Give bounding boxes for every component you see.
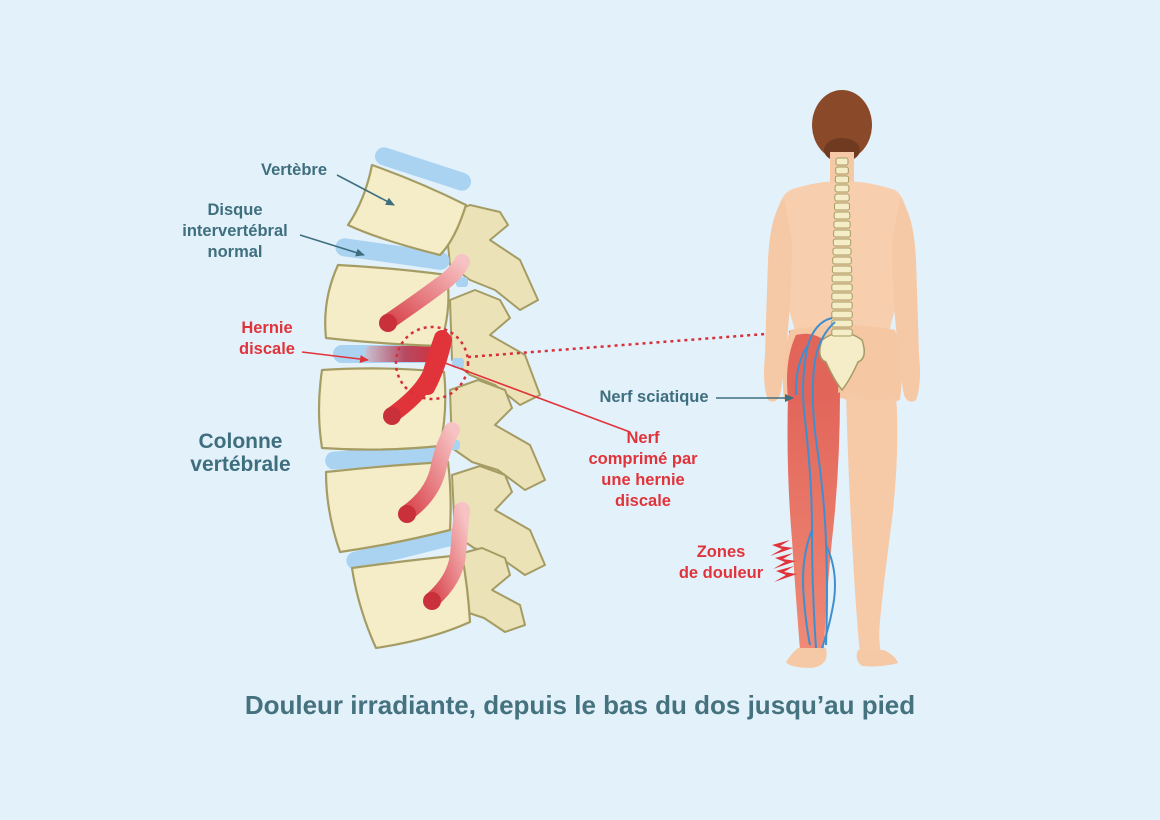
compressed-nerve xyxy=(421,333,452,395)
vertebra-body-5 xyxy=(350,553,472,650)
nerve-root-1 xyxy=(380,254,470,330)
label-disque-line-1: Disque xyxy=(207,201,263,219)
label-hernie-line-1: Hernie xyxy=(241,319,293,337)
label-colonne-line-2: vertébrale xyxy=(190,453,291,476)
nerve-root-end-2 xyxy=(383,407,401,425)
label-disque-line-3: normal xyxy=(207,243,263,261)
nerve-root-end-1 xyxy=(379,314,397,332)
sciatic-nerve-branch-1 xyxy=(811,321,836,646)
caption: Douleur irradiante, depuis le bas du dos… xyxy=(244,690,916,720)
right-leg xyxy=(846,390,898,655)
label-nerf-comprime-line-4: discale xyxy=(615,492,671,510)
label-zones-line-1: Zones xyxy=(696,543,746,561)
body-spine-vertebra xyxy=(831,319,853,328)
label-disque-line-2: intervertébral xyxy=(182,222,288,240)
label-nerf-comprime-line-2: comprimé par xyxy=(588,450,698,468)
body-spine-vertebra xyxy=(831,292,853,301)
label-nerf-comprime-line-1: Nerf xyxy=(626,429,660,447)
hernia-zoom-circle xyxy=(394,325,470,401)
label-colonne-line-1: Colonne xyxy=(198,430,283,453)
label-disque-intervertebral: Disque intervertébral normal xyxy=(160,200,310,263)
right-foot xyxy=(856,650,898,667)
human-body-back-view xyxy=(764,90,920,668)
body-spine-vertebra xyxy=(831,328,853,337)
body-spine-vertebra xyxy=(831,310,853,319)
body-spine-vertebra xyxy=(831,283,853,292)
label-colonne-vertebrale: Colonne vertébrale xyxy=(168,430,313,476)
sciatic-nerve-main xyxy=(802,317,833,649)
body-spine-vertebra xyxy=(835,157,849,166)
label-nerf-comprime-line-3: une hernie xyxy=(601,471,685,489)
label-nerf-comprime: Nerf comprimé par une hernie discale xyxy=(568,428,718,512)
spine-column xyxy=(317,147,546,650)
sciatic-nerve-branch-2 xyxy=(802,529,813,646)
body-spine-vertebra xyxy=(833,211,851,220)
nerve-root-3 xyxy=(399,422,460,521)
nerve-root-end-4 xyxy=(423,592,441,610)
pain-bolt-2 xyxy=(773,553,796,569)
hair xyxy=(812,90,872,160)
body-spine-vertebra xyxy=(832,247,852,256)
body-spine-vertebra xyxy=(831,265,853,274)
body-spine-vertebra xyxy=(835,166,849,175)
pointer-lines xyxy=(299,174,794,433)
vertebra-body-1 xyxy=(346,163,468,257)
body-spine-vertebra xyxy=(833,229,851,238)
vertebra-body-4 xyxy=(324,460,452,554)
body-spine xyxy=(831,157,853,337)
hernie-pointer xyxy=(301,351,369,364)
body-spine-vertebra xyxy=(834,175,850,184)
pelvis-bone xyxy=(819,331,865,392)
nerf-comprime-pointer xyxy=(444,362,631,433)
body-spine-vertebra xyxy=(832,256,852,265)
disc-top xyxy=(375,147,471,191)
body-spine-vertebra xyxy=(833,220,851,229)
pain-bolt-3 xyxy=(774,566,797,582)
label-hernie-discale: Hernie discale xyxy=(222,318,312,360)
label-nerf-sciatique: Nerf sciatique xyxy=(599,388,709,406)
body-spine-vertebra xyxy=(834,202,850,211)
spinous-process-3 xyxy=(449,379,546,491)
label-zones-de-douleur: Zones de douleur xyxy=(660,542,782,584)
hernia-bulge xyxy=(365,346,445,362)
body-spine-vertebra xyxy=(831,301,853,310)
sciatic-nerve-branch-3 xyxy=(821,544,836,649)
disque-pointer xyxy=(299,234,365,257)
disc-normal xyxy=(335,238,450,270)
body-spine-vertebra xyxy=(831,274,853,283)
facet-2 xyxy=(452,358,464,368)
disc-5 xyxy=(346,528,459,570)
label-vertebre: Vertèbre xyxy=(260,161,328,179)
vertebre-pointer xyxy=(336,174,395,206)
sciatic-nerve-branch-4 xyxy=(794,344,809,396)
label-zones-line-2: de douleur xyxy=(678,564,764,582)
nerve-root-end-3 xyxy=(398,505,416,523)
spinous-process-1 xyxy=(444,204,539,311)
pain-bolt-1 xyxy=(770,540,793,556)
body-spine-vertebra xyxy=(834,184,850,193)
spinous-process-4 xyxy=(451,465,546,576)
nerve-root-4 xyxy=(424,502,470,608)
left-foot xyxy=(786,648,827,668)
vertebra-body-2 xyxy=(324,263,450,348)
body-spine-vertebra xyxy=(832,238,852,247)
body-spine-vertebra xyxy=(834,193,850,202)
label-hernie-line-2: discale xyxy=(239,340,295,358)
